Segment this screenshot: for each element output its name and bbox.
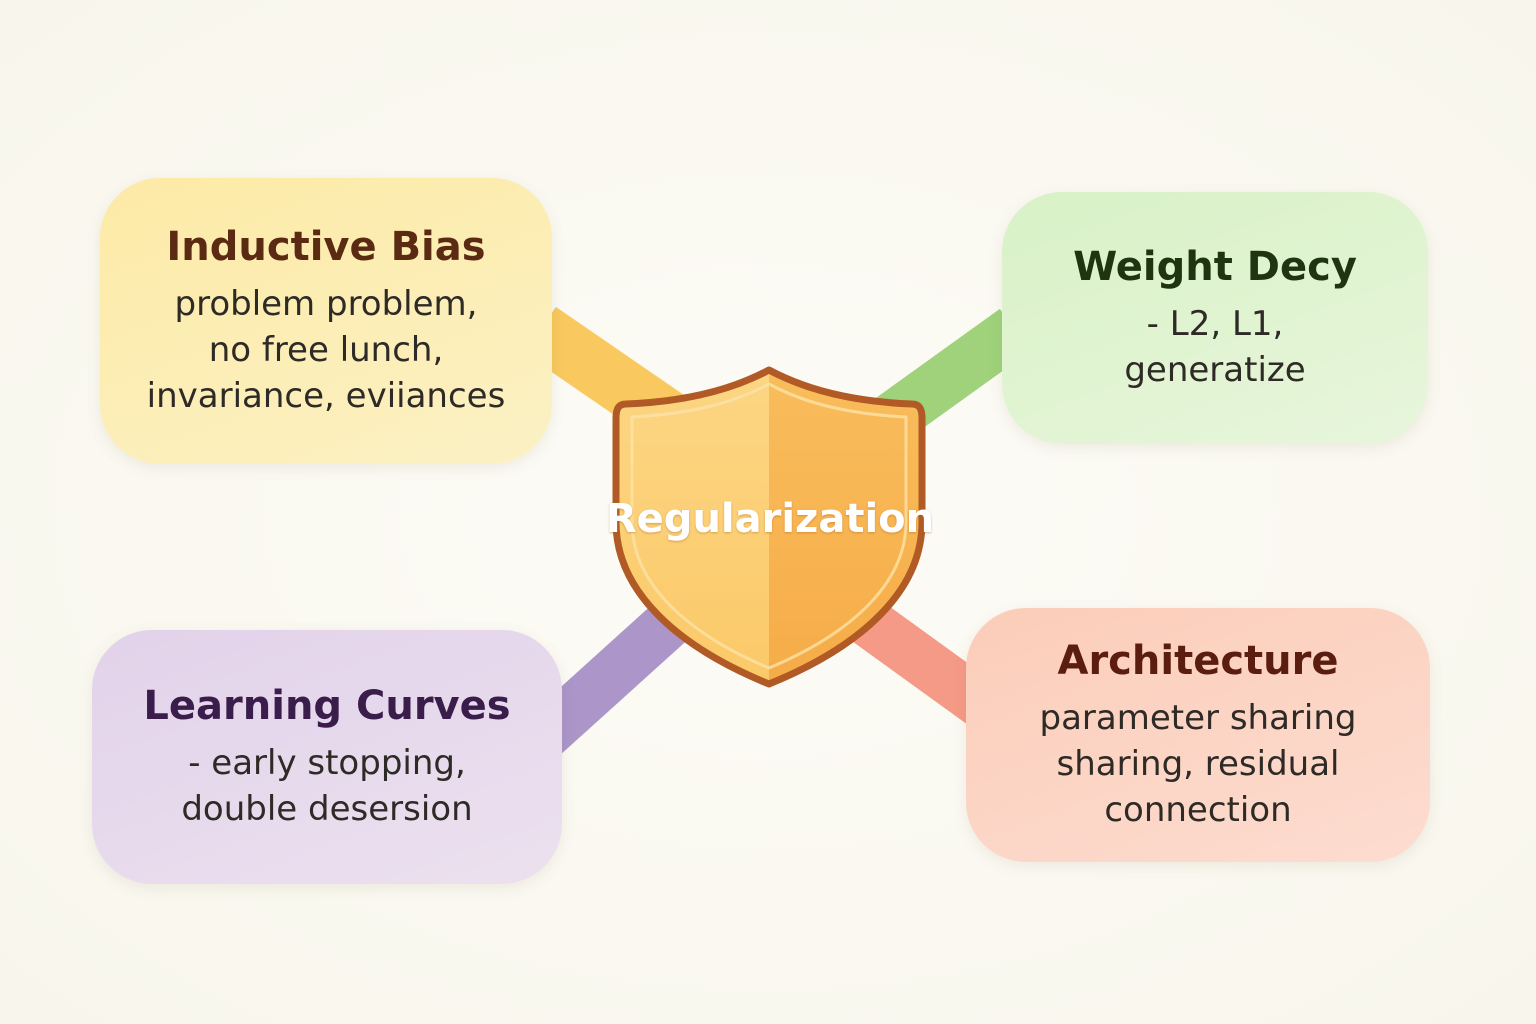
node-architecture: Architecture parameter sharing sharing, … [966,608,1430,862]
node-weight-decay-line-1: - L2, L1, [1146,304,1284,344]
node-architecture-line-3: connection [1104,790,1292,830]
node-inductive-bias-line-1: problem problem, [174,284,478,324]
node-inductive-bias: Inductive Bias problem problem, no free … [100,178,552,464]
node-learning-curves-line-2: double desersion [181,789,473,829]
node-learning-curves-title: Learning Curves [143,683,511,729]
node-weight-decay: Weight Decy - L2, L1, generatize [1002,192,1428,444]
node-learning-curves: Learning Curves - early stopping, double… [92,630,562,884]
center-label: Regularization [605,496,935,542]
node-inductive-bias-title: Inductive Bias [166,224,486,270]
node-inductive-bias-line-3: invariance, eviiances [146,376,506,416]
shield-icon [612,366,926,688]
node-architecture-line-2: sharing, residual [1056,744,1340,784]
node-architecture-line-1: parameter sharing [1039,698,1357,738]
node-inductive-bias-line-2: no free lunch, [208,330,444,370]
node-learning-curves-line-1: - early stopping, [188,743,466,783]
node-architecture-title: Architecture [1057,638,1339,684]
node-weight-decay-line-2: generatize [1124,350,1306,390]
node-weight-decay-title: Weight Decy [1073,244,1357,290]
